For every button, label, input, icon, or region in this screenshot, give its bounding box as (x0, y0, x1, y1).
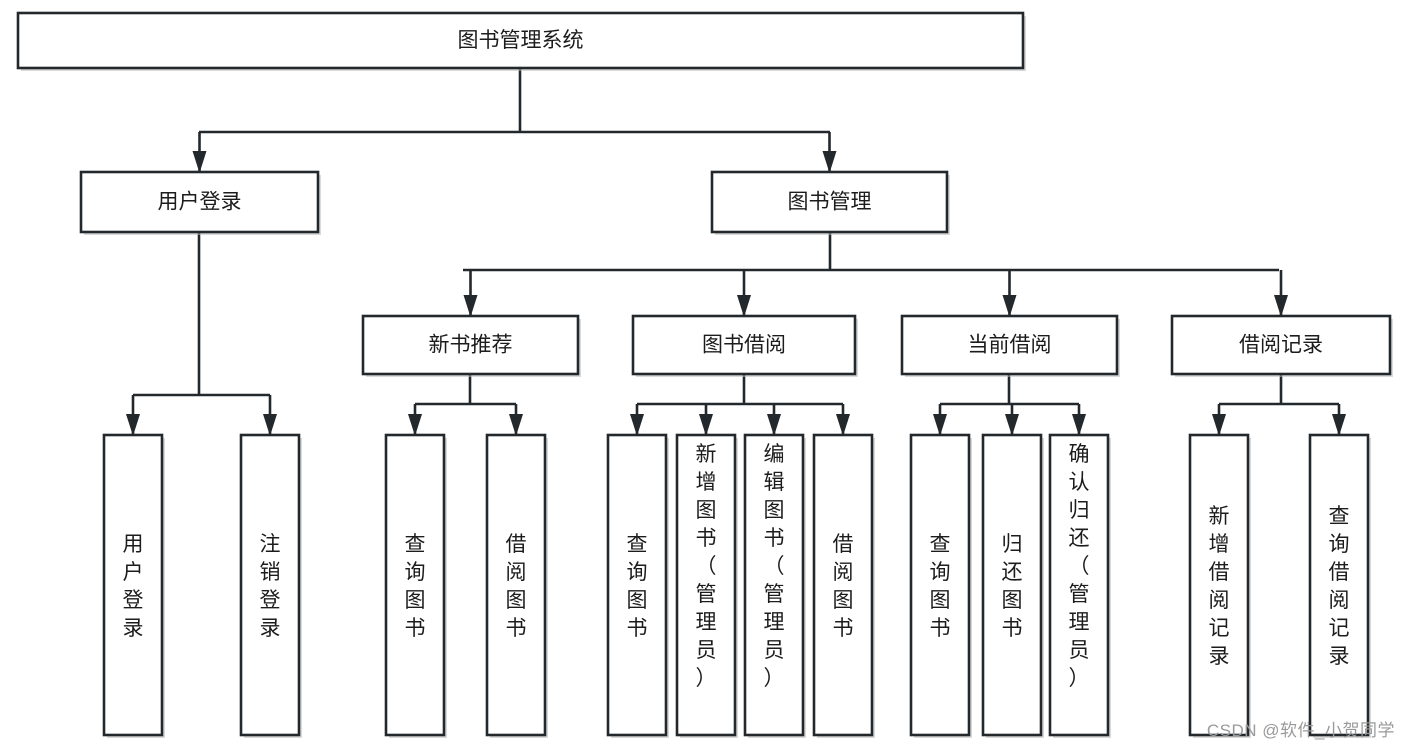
node-label: 注销登录 (260, 533, 281, 640)
edge-arrow-icon (1274, 295, 1288, 317)
edge-arrow-icon (630, 414, 644, 436)
node-label: 图书管理 (788, 191, 872, 214)
edge-arrow-icon (408, 414, 422, 436)
edge-arrow-icon (737, 295, 751, 317)
edge-arrow-icon (1002, 295, 1017, 317)
node-leaf-return-book[interactable]: 归还图书 (981, 433, 1044, 738)
edge-arrow-icon (1332, 414, 1346, 436)
node-box[interactable] (900, 314, 1119, 376)
node-box[interactable] (812, 433, 874, 737)
edge-arrow-icon (509, 414, 523, 436)
node-label: 确认归还（管理员） (1069, 443, 1090, 690)
node-box[interactable] (1308, 433, 1370, 737)
node-label: 图书管理系统 (458, 29, 584, 52)
node-box[interactable] (79, 170, 320, 234)
node-label: 查询图书 (627, 533, 648, 640)
edge-arrow-icon (192, 151, 207, 173)
node-borrow-record[interactable]: 借阅记录 (1170, 314, 1393, 377)
node-box[interactable] (361, 314, 580, 376)
node-leaf-query-book-1[interactable]: 查询图书 (384, 433, 447, 738)
node-label: 用户登录 (123, 533, 144, 640)
node-box[interactable] (16, 11, 1025, 70)
node-user-login[interactable]: 用户登录 (79, 170, 321, 235)
edge-arrow-icon (1212, 414, 1226, 436)
node-label: 查询图书 (930, 533, 951, 640)
node-label: 新增借阅记录 (1209, 505, 1230, 668)
node-box[interactable] (1188, 433, 1250, 737)
edge-arrow-icon (263, 414, 277, 436)
node-leaf-add-book[interactable]: 新增图书（管理员） (675, 433, 738, 738)
node-leaf-query-book-3[interactable]: 查询图书 (909, 433, 972, 738)
node-leaf-add-record[interactable]: 新增借阅记录 (1188, 433, 1251, 738)
node-label: 查询借阅记录 (1329, 505, 1350, 668)
node-label: 借阅图书 (833, 533, 854, 640)
node-leaf-borrow-book-1[interactable]: 借阅图书 (485, 433, 548, 738)
edge-arrow-icon (933, 414, 947, 436)
node-label: 当前借阅 (968, 334, 1052, 357)
node-label: 借阅图书 (506, 533, 527, 640)
node-box[interactable] (1048, 433, 1110, 737)
edge-group-user-login (126, 232, 277, 436)
edge-arrow-icon (767, 414, 781, 436)
node-leaf-user-logout[interactable]: 注销登录 (239, 433, 302, 738)
node-box[interactable] (631, 314, 857, 376)
node-label: 编辑图书（管理员） (764, 443, 785, 690)
node-box[interactable] (239, 433, 301, 737)
node-label: 新书推荐 (429, 334, 513, 357)
node-leaf-user-login[interactable]: 用户登录 (102, 433, 165, 738)
node-root[interactable]: 图书管理系统 (16, 11, 1026, 71)
edge-arrow-icon (126, 414, 140, 436)
node-box[interactable] (384, 433, 446, 737)
edge-group-new-book-rec (408, 374, 523, 436)
node-label: 借阅记录 (1239, 334, 1323, 357)
node-box[interactable] (102, 433, 164, 737)
node-leaf-query-record[interactable]: 查询借阅记录 (1308, 433, 1371, 738)
node-leaf-confirm-return[interactable]: 确认归还（管理员） (1048, 433, 1111, 738)
edge-group-borrow-record (1212, 374, 1346, 436)
node-leaf-query-book-2[interactable]: 查询图书 (606, 433, 669, 738)
node-box[interactable] (485, 433, 547, 737)
node-box[interactable] (606, 433, 668, 737)
edge-arrow-icon (1005, 414, 1019, 436)
node-box[interactable] (1170, 314, 1392, 376)
node-book-manage[interactable]: 图书管理 (710, 170, 950, 235)
node-box[interactable] (981, 433, 1043, 737)
edge-group-current-borrow (933, 374, 1086, 436)
edge-arrow-icon (463, 295, 478, 317)
node-book-borrow[interactable]: 图书借阅 (631, 314, 858, 377)
node-leaf-edit-book[interactable]: 编辑图书（管理员） (743, 433, 806, 738)
node-leaf-borrow-book-2[interactable]: 借阅图书 (812, 433, 875, 738)
edge-arrow-icon (836, 414, 850, 436)
node-current-borrow[interactable]: 当前借阅 (900, 314, 1120, 377)
edge-arrow-icon (1072, 414, 1086, 436)
node-label: 查询图书 (405, 533, 426, 640)
node-box[interactable] (675, 433, 737, 737)
edge-arrow-icon (822, 151, 837, 173)
node-label: 图书借阅 (702, 334, 786, 357)
edge-arrow-icon (699, 414, 713, 436)
node-box[interactable] (710, 170, 949, 234)
node-label: 归还图书 (1002, 533, 1023, 640)
edge-group-root (192, 68, 837, 173)
node-new-book-rec[interactable]: 新书推荐 (361, 314, 581, 377)
node-label: 用户登录 (158, 191, 242, 214)
edges-layer (126, 68, 1346, 436)
edge-group-book-manage (463, 232, 1288, 317)
node-box[interactable] (743, 433, 805, 737)
nodes-layer: 图书管理系统用户登录图书管理新书推荐图书借阅当前借阅借阅记录用户登录注销登录查询… (16, 11, 1393, 738)
node-box[interactable] (909, 433, 971, 737)
node-label: 新增图书（管理员） (696, 443, 717, 690)
edge-group-book-borrow (630, 374, 850, 436)
